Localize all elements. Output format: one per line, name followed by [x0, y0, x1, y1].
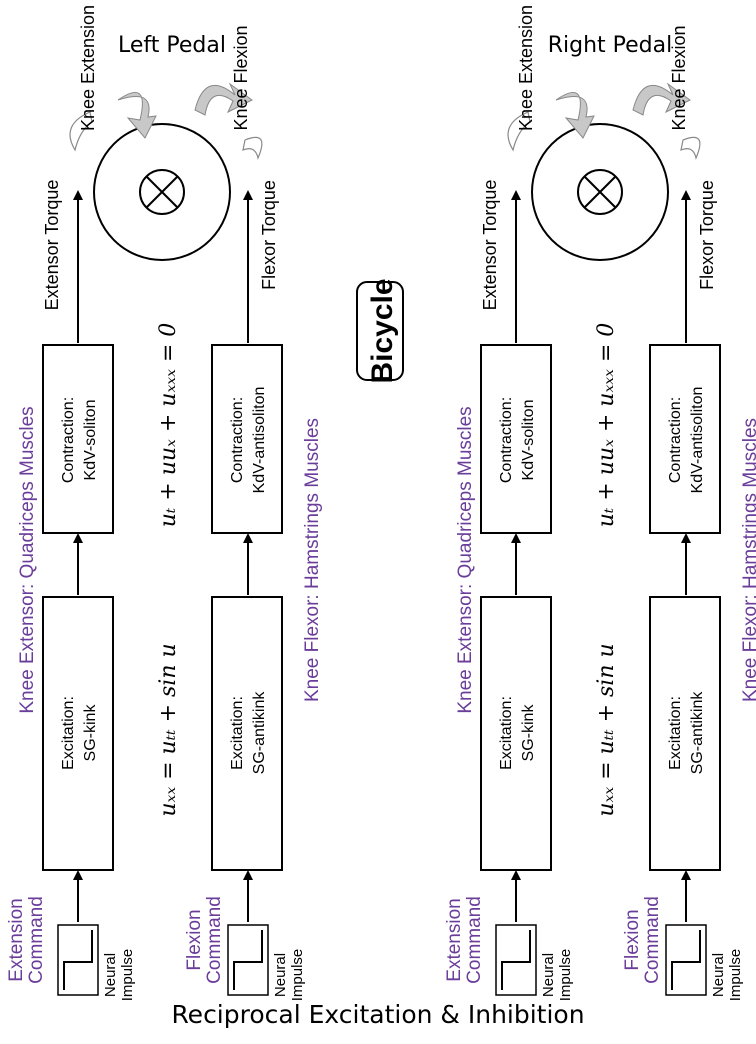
- neural-impulse-flexion-label-line-1: Neural: [272, 953, 289, 997]
- excitation-extensor-text-line-2: SG-kink: [82, 704, 99, 762]
- contraction-flexor-text-line-2: KdV-antisoliton: [251, 387, 268, 494]
- knee-extensor-prefix: Knee Extensor:: [455, 578, 476, 713]
- contraction-flexor-text-line-1: Contraction:: [667, 397, 684, 483]
- flexion-command-line-1: Flexion: [622, 909, 643, 970]
- excitation-extensor-box: [42, 596, 114, 871]
- excitation-flexor-box: [211, 596, 283, 871]
- excitation-extensor-text-line-1: Excitation:: [60, 696, 77, 770]
- knee-flexor-prefix: Knee Flexor:: [302, 589, 323, 702]
- knee-extensor-label: Knee Extensor: Quadriceps Muscles: [17, 406, 38, 713]
- knee-flexion-arrow-icon: [194, 82, 253, 116]
- pulse-step: [671, 930, 701, 990]
- extension-command-line-2: Command: [26, 896, 47, 984]
- contraction-flexor-text-line-1: Contraction:: [229, 397, 246, 483]
- flexion-command-line-2: Command: [642, 896, 663, 984]
- knee-extension-label: Knee Extension: [516, 5, 536, 131]
- pulse-step: [233, 930, 263, 990]
- knee-extensor-label: Knee Extensor: Quadriceps Muscles: [455, 406, 476, 713]
- neural-impulse-flexion-label-line-2: Impulse: [727, 949, 744, 1002]
- knee-flexion-label: Knee Flexion: [669, 25, 689, 130]
- figure-title: Reciprocal Excitation & Inhibition: [171, 1000, 585, 1029]
- pulse-step: [63, 930, 93, 990]
- flexion-command-line-1: Flexion: [184, 909, 205, 970]
- extension-command-line-2: Command: [464, 896, 485, 984]
- contraction-extensor-text-line-1: Contraction:: [60, 397, 77, 483]
- knee-extension-curl-icon: [507, 111, 531, 152]
- knee-extension-curl-icon: [69, 111, 93, 152]
- extension-command-line-1: Extension: [444, 898, 465, 981]
- kdv-equation: uₜ + uuₓ + uₓₓₓ = 0: [156, 323, 181, 528]
- excitation-extensor-text-line-1: Excitation:: [498, 696, 515, 770]
- excitation-flexor-text-line-2: SG-antikink: [689, 691, 706, 775]
- sine-gordon-equation: uₓₓ = uₜₜ + sin u: [594, 643, 619, 816]
- flexor-torque-label: Flexor Torque: [697, 180, 717, 290]
- contraction-extensor-text-line-2: KdV-soliton: [82, 400, 99, 481]
- extensor-torque-label: Extensor Torque: [42, 180, 62, 311]
- knee-flexor-label: Knee Flexor: Hamstrings Muscles: [302, 418, 323, 702]
- contraction-flexor-box: [211, 344, 283, 534]
- contraction-extensor-text-line-2: KdV-soliton: [520, 400, 537, 481]
- excitation-extensor-text-line-2: SG-kink: [520, 704, 537, 762]
- pedal-label: Right Pedal: [548, 33, 673, 58]
- excitation-extensor-box: [480, 596, 552, 871]
- knee-flexor-prefix: Knee Flexor:: [740, 589, 756, 702]
- neural-impulse-extension-label-line-1: Neural: [540, 953, 557, 997]
- knee-flexor-muscle: Hamstrings Muscles: [740, 418, 756, 589]
- contraction-extensor-box: [42, 344, 114, 534]
- pulse-step: [501, 930, 531, 990]
- extensor-torque-label: Extensor Torque: [480, 180, 500, 311]
- knee-extensor-muscle: Quadriceps Muscles: [17, 406, 38, 578]
- knee-flexion-curl-icon: [242, 136, 263, 160]
- knee-extension-arrow-icon: [555, 91, 595, 139]
- pedal-cross-b: [584, 176, 616, 208]
- excitation-flexor-text-line-1: Excitation:: [229, 696, 246, 770]
- flexion-command-line-2: Command: [204, 896, 225, 984]
- knee-flexor-muscle: Hamstrings Muscles: [302, 418, 323, 589]
- knee-flexion-curl-icon: [680, 136, 701, 160]
- contraction-flexor-box: [649, 344, 721, 534]
- knee-extensor-muscle: Quadriceps Muscles: [455, 406, 476, 578]
- excitation-flexor-text-line-2: SG-antikink: [251, 691, 268, 775]
- contraction-extensor-box: [480, 344, 552, 534]
- excitation-flexor-box: [649, 596, 721, 871]
- pedal-label: Left Pedal: [118, 33, 226, 58]
- bicycle-box: [356, 281, 404, 381]
- neural-impulse-extension-label-line-2: Impulse: [119, 949, 136, 1002]
- kdv-equation: uₜ + uuₓ + uₓₓₓ = 0: [594, 323, 619, 528]
- neural-impulse-extension-label-line-1: Neural: [102, 953, 119, 997]
- excitation-flexor-text-line-1: Excitation:: [667, 696, 684, 770]
- bicycle-label-group: Bicycle: [356, 278, 404, 384]
- knee-flexion-arrow-icon: [632, 82, 691, 116]
- knee-extension-arrow-icon: [117, 91, 157, 139]
- knee-extensor-prefix: Knee Extensor:: [17, 578, 38, 713]
- knee-flexion-label: Knee Flexion: [231, 25, 251, 130]
- pedal-cross-b: [146, 176, 178, 208]
- knee-flexor-label: Knee Flexor: Hamstrings Muscles: [740, 418, 756, 702]
- extension-command-line-1: Extension: [6, 898, 27, 981]
- bicycle-label: Bicycle: [366, 278, 399, 383]
- neural-impulse-flexion-label-line-2: Impulse: [289, 949, 306, 1002]
- knee-extension-label: Knee Extension: [78, 5, 98, 131]
- neural-impulse-flexion-label-line-1: Neural: [710, 953, 727, 997]
- flexor-torque-label: Flexor Torque: [259, 180, 279, 290]
- contraction-extensor-text-line-1: Contraction:: [498, 397, 515, 483]
- sine-gordon-equation: uₓₓ = uₜₜ + sin u: [156, 643, 181, 816]
- contraction-flexor-text-line-2: KdV-antisoliton: [689, 387, 706, 494]
- neural-impulse-extension-label-line-2: Impulse: [557, 949, 574, 1002]
